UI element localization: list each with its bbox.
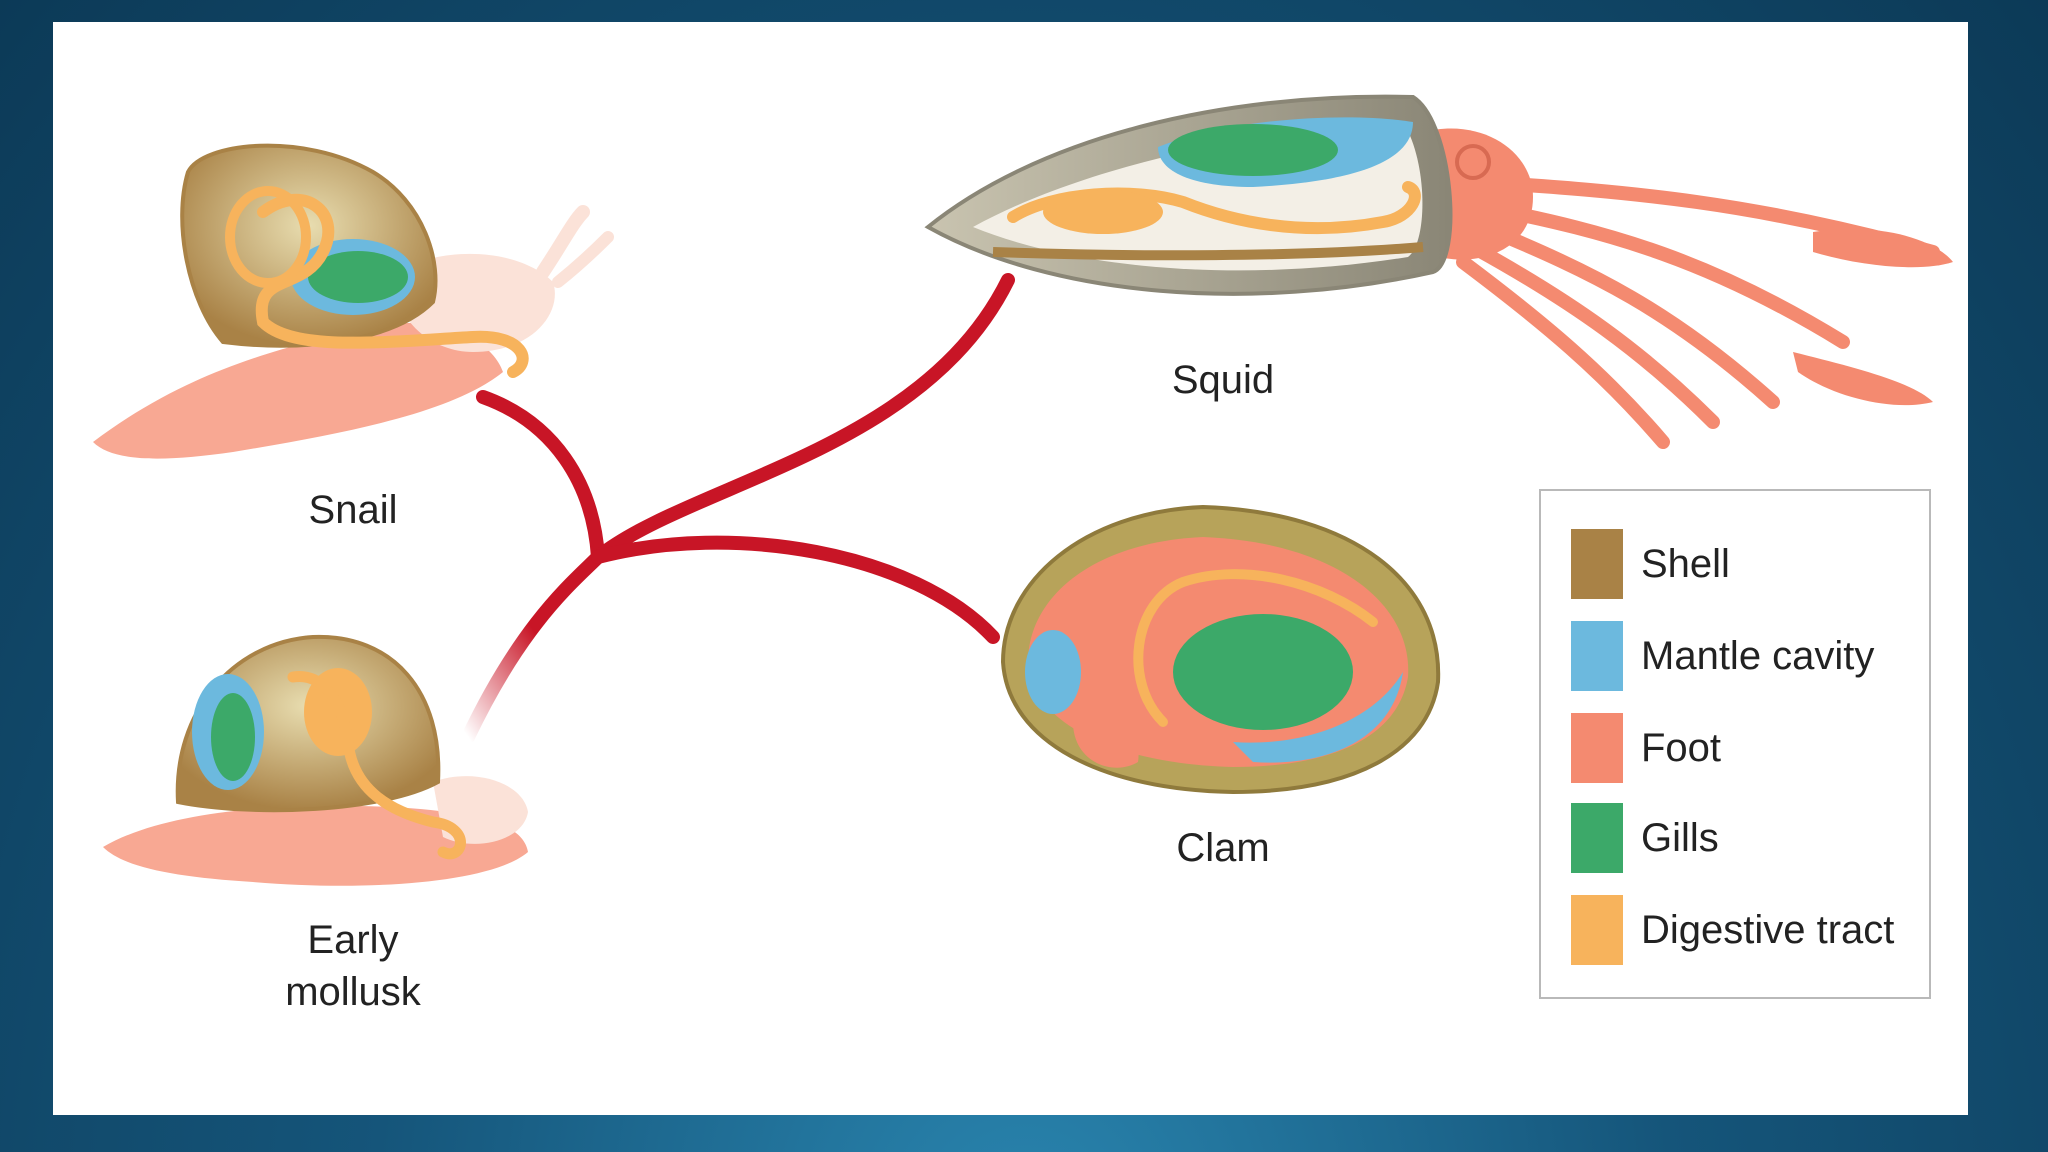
clam-mantle-cavity bbox=[1233, 672, 1403, 763]
snail-branch bbox=[476, 390, 605, 564]
legend: Shell Mantle cavity Foot Gills Digestive… bbox=[1539, 489, 1931, 999]
legend-item-mantle-cavity: Mantle cavity bbox=[1571, 621, 1874, 691]
legend-label: Digestive tract bbox=[1641, 907, 1895, 952]
legend-item-shell: Shell bbox=[1571, 529, 1730, 599]
legend-item-digestive-tract: Digestive tract bbox=[1571, 895, 1894, 965]
snail-digestive-tract bbox=[255, 193, 529, 378]
squid-eye bbox=[1455, 144, 1491, 180]
shell-swatch bbox=[1571, 529, 1623, 599]
squid-tentacle-club bbox=[1793, 352, 1933, 406]
gills-swatch bbox=[1571, 803, 1623, 873]
legend-item-gills: Gills bbox=[1571, 803, 1719, 873]
legend-label: Gills bbox=[1641, 815, 1719, 860]
squid-branch bbox=[591, 273, 1015, 564]
legend-label: Foot bbox=[1641, 725, 1722, 770]
squid-label: Squid bbox=[1171, 358, 1275, 402]
early-mollusk-digestive-tract bbox=[287, 670, 466, 860]
squid-gills bbox=[1168, 124, 1338, 176]
squid-arms bbox=[1456, 175, 1940, 449]
diagram-slide: Snail Early mollusk Squid Clam Shell Man… bbox=[53, 22, 1968, 1115]
squid-shell-pen bbox=[992, 242, 1424, 261]
clam-branch bbox=[591, 535, 1000, 644]
snail-label: Snail bbox=[308, 488, 398, 532]
early-mollusk-illustration bbox=[103, 634, 528, 886]
clam-gills bbox=[1173, 614, 1353, 730]
clam-mantle-cavity bbox=[1025, 630, 1081, 714]
digestive-tract-swatch bbox=[1571, 895, 1623, 965]
clam-digestive-tract bbox=[1133, 569, 1378, 727]
clam-label: Clam bbox=[1176, 826, 1270, 870]
legend-label: Shell bbox=[1641, 541, 1730, 586]
early-mollusk-label: Early mollusk bbox=[285, 918, 421, 1014]
snail-illustration bbox=[93, 143, 614, 459]
squid-illustration bbox=[924, 94, 1953, 449]
clam-foot bbox=[1073, 715, 1139, 768]
mollusk-evolution-diagram bbox=[93, 94, 1953, 886]
squid-tentacle-club bbox=[1813, 228, 1953, 268]
clam-illustration bbox=[1000, 504, 1441, 795]
early-mollusk-foot bbox=[103, 805, 528, 886]
snail-foot bbox=[93, 323, 503, 459]
snail-digestive-gland bbox=[225, 186, 311, 288]
snail-gills bbox=[308, 251, 408, 303]
phylogeny-branches bbox=[461, 273, 1015, 744]
legend-item-foot: Foot bbox=[1571, 713, 1721, 783]
squid-digestive-gland bbox=[1043, 190, 1163, 234]
mantle-cavity-swatch bbox=[1571, 621, 1623, 691]
legend-label: Mantle cavity bbox=[1641, 633, 1875, 678]
snail-tentacle bbox=[536, 205, 590, 279]
stem-branch bbox=[461, 550, 605, 744]
early-mollusk-gills bbox=[211, 693, 255, 781]
snail-tentacle bbox=[552, 231, 614, 288]
foot-swatch bbox=[1571, 713, 1623, 783]
